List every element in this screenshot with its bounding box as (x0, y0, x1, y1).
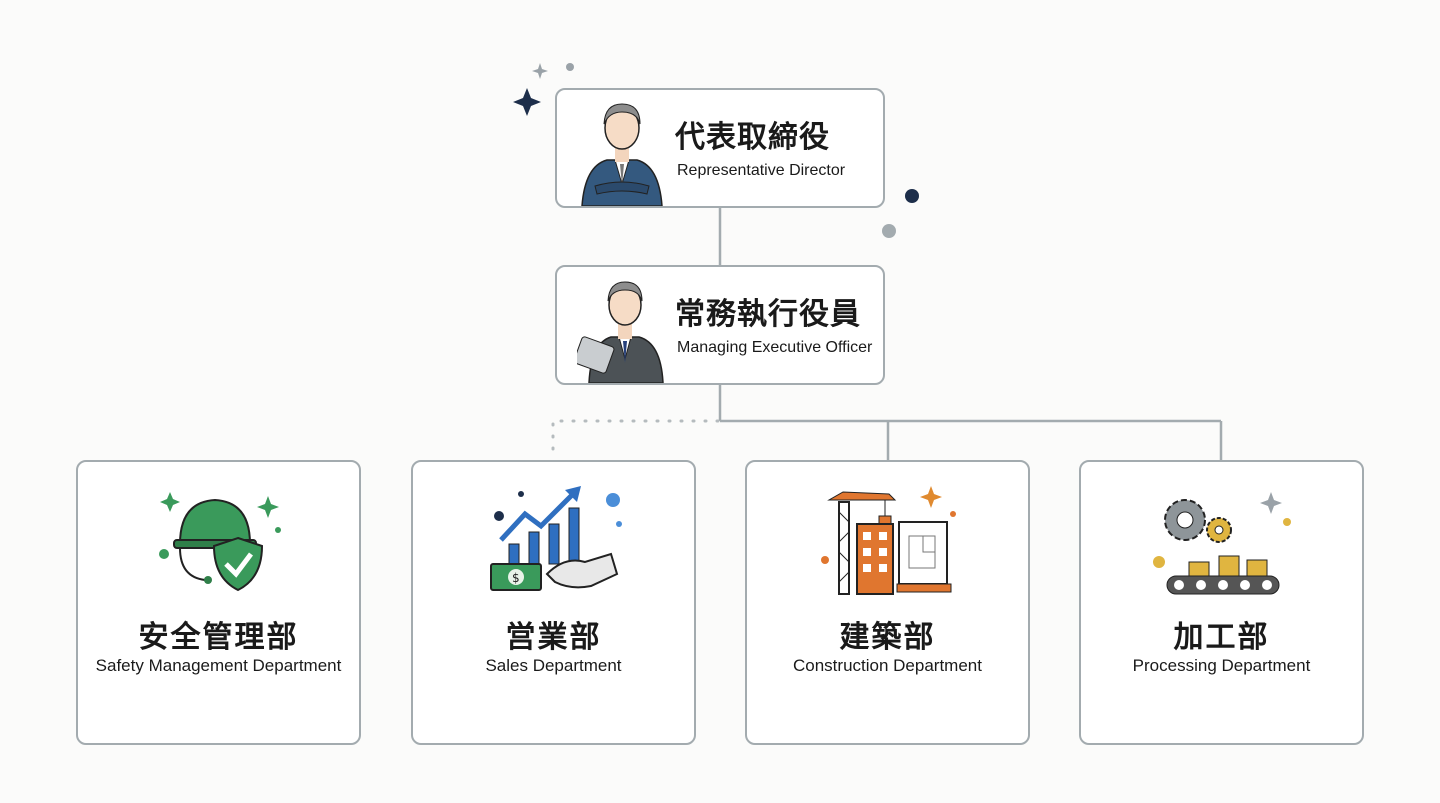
construction-crane-building-icon (821, 486, 956, 595)
department-card-sales: $ 営業部 Sales Department (411, 460, 696, 745)
director-title-ja: 代表取締役 (675, 120, 830, 155)
processing-gears-conveyor-icon (1153, 492, 1291, 595)
department-card-processing: 加工部 Processing Department (1079, 460, 1364, 745)
safety-helmet-shield-icon (159, 492, 281, 592)
sales-dept-name-en: Sales Department (485, 656, 622, 675)
representative-director-box: 代表取締役 Representative Director (555, 88, 885, 208)
safety-dept-name-ja: 安全管理部 (138, 620, 299, 655)
sales-growth-handshake-icon: $ (490, 486, 622, 591)
construction-dept-name-en: Construction Department (793, 656, 982, 675)
sparkle-decorations (513, 63, 919, 238)
svg-text:$: $ (512, 571, 520, 585)
processing-dept-name-ja: 加工部 (1173, 620, 1270, 655)
department-card-construction: 建築部 Construction Department (745, 460, 1030, 745)
director-person-icon (581, 103, 663, 206)
officer-person-icon (577, 281, 664, 383)
director-title-en: Representative Director (677, 162, 846, 179)
managing-executive-officer-box: 常務執行役員 Managing Executive Officer (555, 265, 885, 385)
officer-title-en: Managing Executive Officer (677, 339, 873, 356)
safety-dept-name-en: Safety Management Department (95, 656, 342, 675)
processing-dept-name-en: Processing Department (1132, 656, 1311, 675)
department-card-safety: 安全管理部 Safety Management Department (76, 460, 361, 745)
construction-dept-name-ja: 建築部 (839, 620, 936, 655)
officer-title-ja: 常務執行役員 (675, 297, 861, 332)
sales-dept-name-ja: 営業部 (505, 620, 602, 655)
